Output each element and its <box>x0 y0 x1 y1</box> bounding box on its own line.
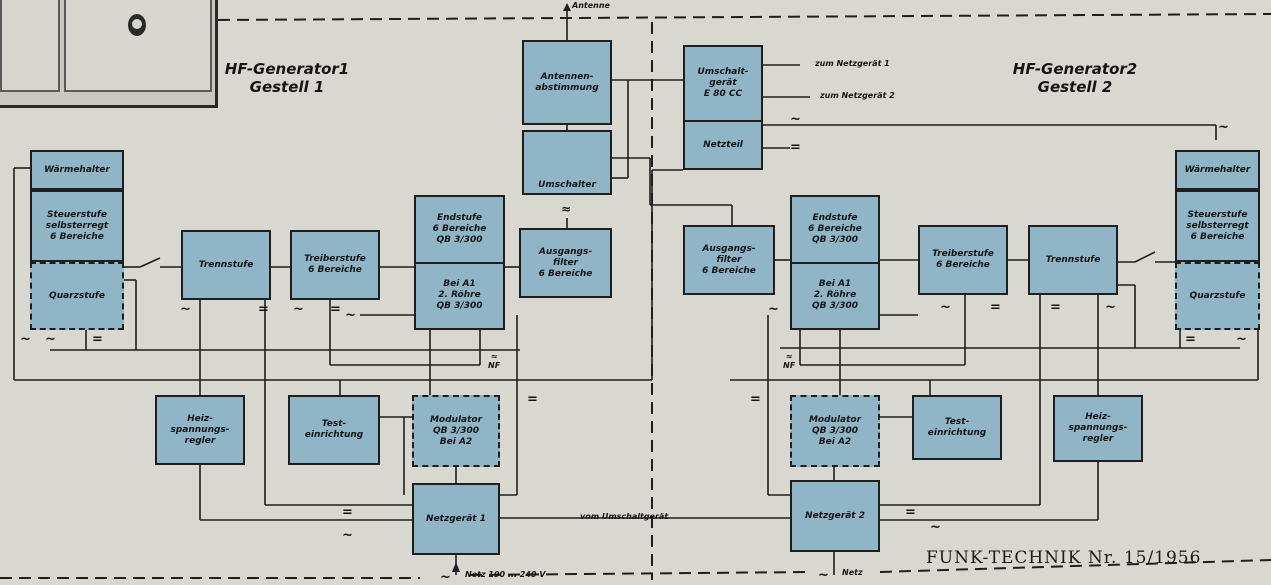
ausgangsfilter-1: Ausgangs- filter 6 Bereiche <box>519 228 612 298</box>
symbol-dc: = <box>790 140 801 155</box>
publication-caption: FUNK-TECHNIK Nr. 15/1956 <box>926 548 1201 568</box>
symbol-dc: = <box>527 392 538 407</box>
treiberstufe-2: Treiberstufe 6 Bereiche <box>918 225 1008 295</box>
label-nf-2: ≈ NF <box>783 352 795 370</box>
label-netz-2: Netz <box>842 568 863 577</box>
symbol-dc: = <box>342 505 353 520</box>
endstufe-2: Endstufe 6 Bereiche QB 3/300 Bei A1 2. R… <box>790 195 880 330</box>
title-generator-2: HF-Generator2 Gestell 2 <box>1000 60 1150 96</box>
heizspannungsregler-2: Heiz- spannungs- regler <box>1053 395 1143 462</box>
modulator-2: Modulator QB 3/300 Bei A2 <box>790 395 880 467</box>
trennstufe-2: Trennstufe <box>1028 225 1118 295</box>
symbol-ac: ~ <box>940 300 951 315</box>
symbol-ac: ~ <box>818 568 829 583</box>
symbol-ac: ~ <box>345 308 356 323</box>
waermehalter-2: Wärmehalter <box>1175 150 1260 190</box>
symbol-ac: ~ <box>790 112 801 127</box>
treiberstufe-1: Treiberstufe 6 Bereiche <box>290 230 380 300</box>
symbol-dc: = <box>1185 332 1196 347</box>
antenna-arrow <box>563 3 571 11</box>
symbol-ac: ~ <box>293 302 304 317</box>
testeinrichtung-2: Test- einrichtung <box>912 395 1002 460</box>
label-vom-umschaltgeraet: vom Umschaltgerät <box>580 512 668 521</box>
ausgangsfilter-2: Ausgangs- filter 6 Bereiche <box>683 225 775 295</box>
heizspannungsregler-1: Heiz- spannungs- regler <box>155 395 245 465</box>
netzgeraet-1: Netzgerät 1 <box>412 483 500 555</box>
symbol-ac: ~ <box>930 520 941 535</box>
testeinrichtung-1: Test- einrichtung <box>288 395 380 465</box>
quarzstufe-1: Quarzstufe <box>30 262 124 330</box>
symbol-ac: ~ <box>1218 120 1229 135</box>
label-nf-1: ≈ NF <box>488 352 500 370</box>
symbol-dc: = <box>330 302 341 317</box>
endstufe-1: Endstufe 6 Bereiche QB 3/300 Bei A1 2. R… <box>414 195 505 330</box>
umschaltgeraet-main: Umschalt- gerät E 80 CC <box>685 47 761 120</box>
trennstufe-1: Trennstufe <box>181 230 271 300</box>
mains-arrow-1 <box>452 562 460 572</box>
symbol-dc: = <box>750 392 761 407</box>
symbol-ac: ~ <box>440 570 451 585</box>
label-netz-1: Netz 190 ... 240 V <box>465 570 545 579</box>
netzteil: Netzteil <box>685 120 761 168</box>
quarzstufe-2: Quarzstufe <box>1175 262 1260 330</box>
endstufe-2-second-tube: Bei A1 2. Röhre QB 3/300 <box>792 262 878 329</box>
symbol-ac: ~ <box>20 332 31 347</box>
endstufe-1-second-tube: Bei A1 2. Röhre QB 3/300 <box>416 262 503 329</box>
title-generator-1: HF-Generator1 Gestell 1 <box>222 60 352 96</box>
label-antenne: Antenne <box>572 1 610 10</box>
umschalter: Umschalter <box>522 130 612 195</box>
symbol-dc: = <box>990 300 1001 315</box>
netzgeraet-2: Netzgerät 2 <box>790 480 880 552</box>
waermehalter-1: Wärmehalter <box>30 150 124 190</box>
steuerstufe-1: Steuerstufe selbsterregt 6 Bereiche <box>30 190 124 262</box>
symbol-ac: ~ <box>342 528 353 543</box>
steuerstufe-2: Steuerstufe selbsterregt 6 Bereiche <box>1175 190 1260 262</box>
label-zum-netzgeraet-1: zum Netzgerät 1 <box>815 59 890 68</box>
symbol-dc: = <box>1050 300 1061 315</box>
endstufe-1-main: Endstufe 6 Bereiche QB 3/300 <box>416 197 503 262</box>
symbol-ac: ~ <box>1105 300 1116 315</box>
umschaltgeraet: Umschalt- gerät E 80 CC Netzteil <box>683 45 763 170</box>
symbol-ac: ~ <box>45 332 56 347</box>
antennenabstimmung: Antennen- abstimmung <box>522 40 612 125</box>
symbol-dc: = <box>92 332 103 347</box>
modulator-1: Modulator QB 3/300 Bei A2 <box>412 395 500 467</box>
symbol-dc: = <box>905 505 916 520</box>
symbol-rf: ≈ <box>561 202 571 216</box>
frame-top-dashed <box>218 14 1271 20</box>
symbol-ac: ~ <box>768 302 779 317</box>
symbol-ac: ~ <box>1236 332 1247 347</box>
endstufe-2-main: Endstufe 6 Bereiche QB 3/300 <box>792 197 878 262</box>
symbol-ac: ~ <box>180 302 191 317</box>
symbol-dc: = <box>258 302 269 317</box>
label-zum-netzgeraet-2: zum Netzgerät 2 <box>820 91 895 100</box>
